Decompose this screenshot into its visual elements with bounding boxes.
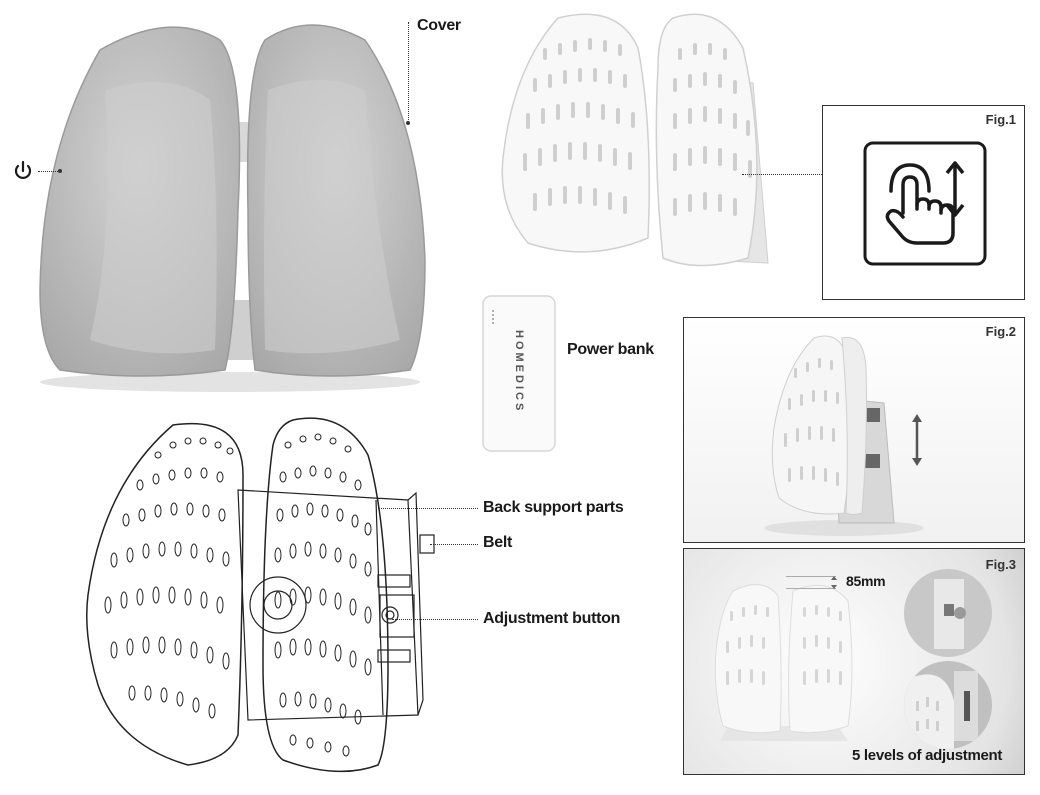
cover-leader-line xyxy=(408,22,409,122)
power-bank-label: Power bank xyxy=(567,341,654,358)
cover-leader-dot xyxy=(406,121,410,125)
exploded-line-drawing xyxy=(78,415,438,785)
cover-label: Cover xyxy=(417,17,461,34)
back-support-leader-line xyxy=(378,508,478,509)
adjustment-button-label: Adjustment button xyxy=(483,610,621,627)
adjustment-leader-line xyxy=(392,619,478,620)
fig3-front-view xyxy=(708,571,858,751)
frame-illustration xyxy=(488,8,788,278)
fig2-label: Fig.2 xyxy=(985,324,1016,339)
power-icon xyxy=(12,160,34,182)
fig2-side-view xyxy=(764,328,924,538)
power-leader-dot xyxy=(58,169,62,173)
power-bank-illustration: HOMEDICS xyxy=(482,295,556,452)
fig3-caption: 5 levels of adjustment xyxy=(852,747,1003,764)
measurement-line-top xyxy=(786,576,836,577)
fig1-panel: Fig.1 xyxy=(822,105,1025,300)
measurement-line-bottom xyxy=(786,588,836,589)
zoom-circle-bottom xyxy=(904,661,992,749)
zoom-circle-top xyxy=(904,569,992,657)
measurement-label: 85mm xyxy=(846,573,886,589)
fig2-panel: Fig.2 xyxy=(683,317,1025,543)
up-down-arrow-icon xyxy=(910,412,924,468)
fig1-label: Fig.1 xyxy=(985,112,1016,127)
cushion-cover-illustration xyxy=(20,10,440,400)
belt-label: Belt xyxy=(483,534,513,551)
power-bank-brand: HOMEDICS xyxy=(513,330,525,414)
back-support-parts-label: Back support parts xyxy=(483,499,624,516)
touch-up-down-icon xyxy=(863,141,987,266)
fig3-panel: Fig.3 85mm xyxy=(683,548,1025,775)
measurement-arrow-icon xyxy=(829,576,839,589)
power-leader-line xyxy=(38,171,60,172)
fig3-label: Fig.3 xyxy=(985,557,1016,572)
fig1-leader-line xyxy=(742,174,822,175)
belt-leader-line xyxy=(430,544,478,545)
